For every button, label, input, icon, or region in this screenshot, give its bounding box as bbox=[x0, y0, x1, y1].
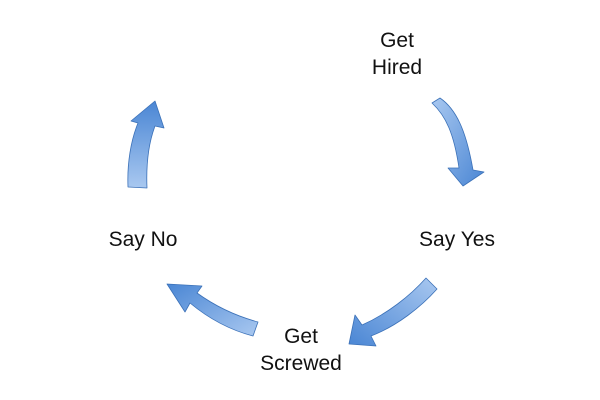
step-get-screwed-line1: Get bbox=[284, 325, 318, 348]
arrow-yes-to-screwed-icon bbox=[348, 277, 438, 347]
step-say-no: Say No bbox=[90, 226, 196, 253]
step-get-hired-line1: Get bbox=[380, 29, 414, 52]
step-get-hired: Get Hired bbox=[347, 27, 447, 81]
step-get-screwed-line2: Screwed bbox=[260, 352, 342, 375]
step-say-yes: Say Yes bbox=[398, 226, 516, 253]
step-get-screwed: Get Screwed bbox=[246, 323, 356, 377]
step-say-yes-label: Say Yes bbox=[419, 228, 495, 251]
step-get-hired-line2: Hired bbox=[371, 56, 423, 79]
arrow-hired-to-yes-icon bbox=[431, 97, 485, 187]
step-say-no-label: Say No bbox=[108, 228, 178, 251]
arrow-no-to-hired-icon bbox=[127, 100, 165, 189]
arrow-screwed-to-no-icon bbox=[166, 283, 259, 337]
